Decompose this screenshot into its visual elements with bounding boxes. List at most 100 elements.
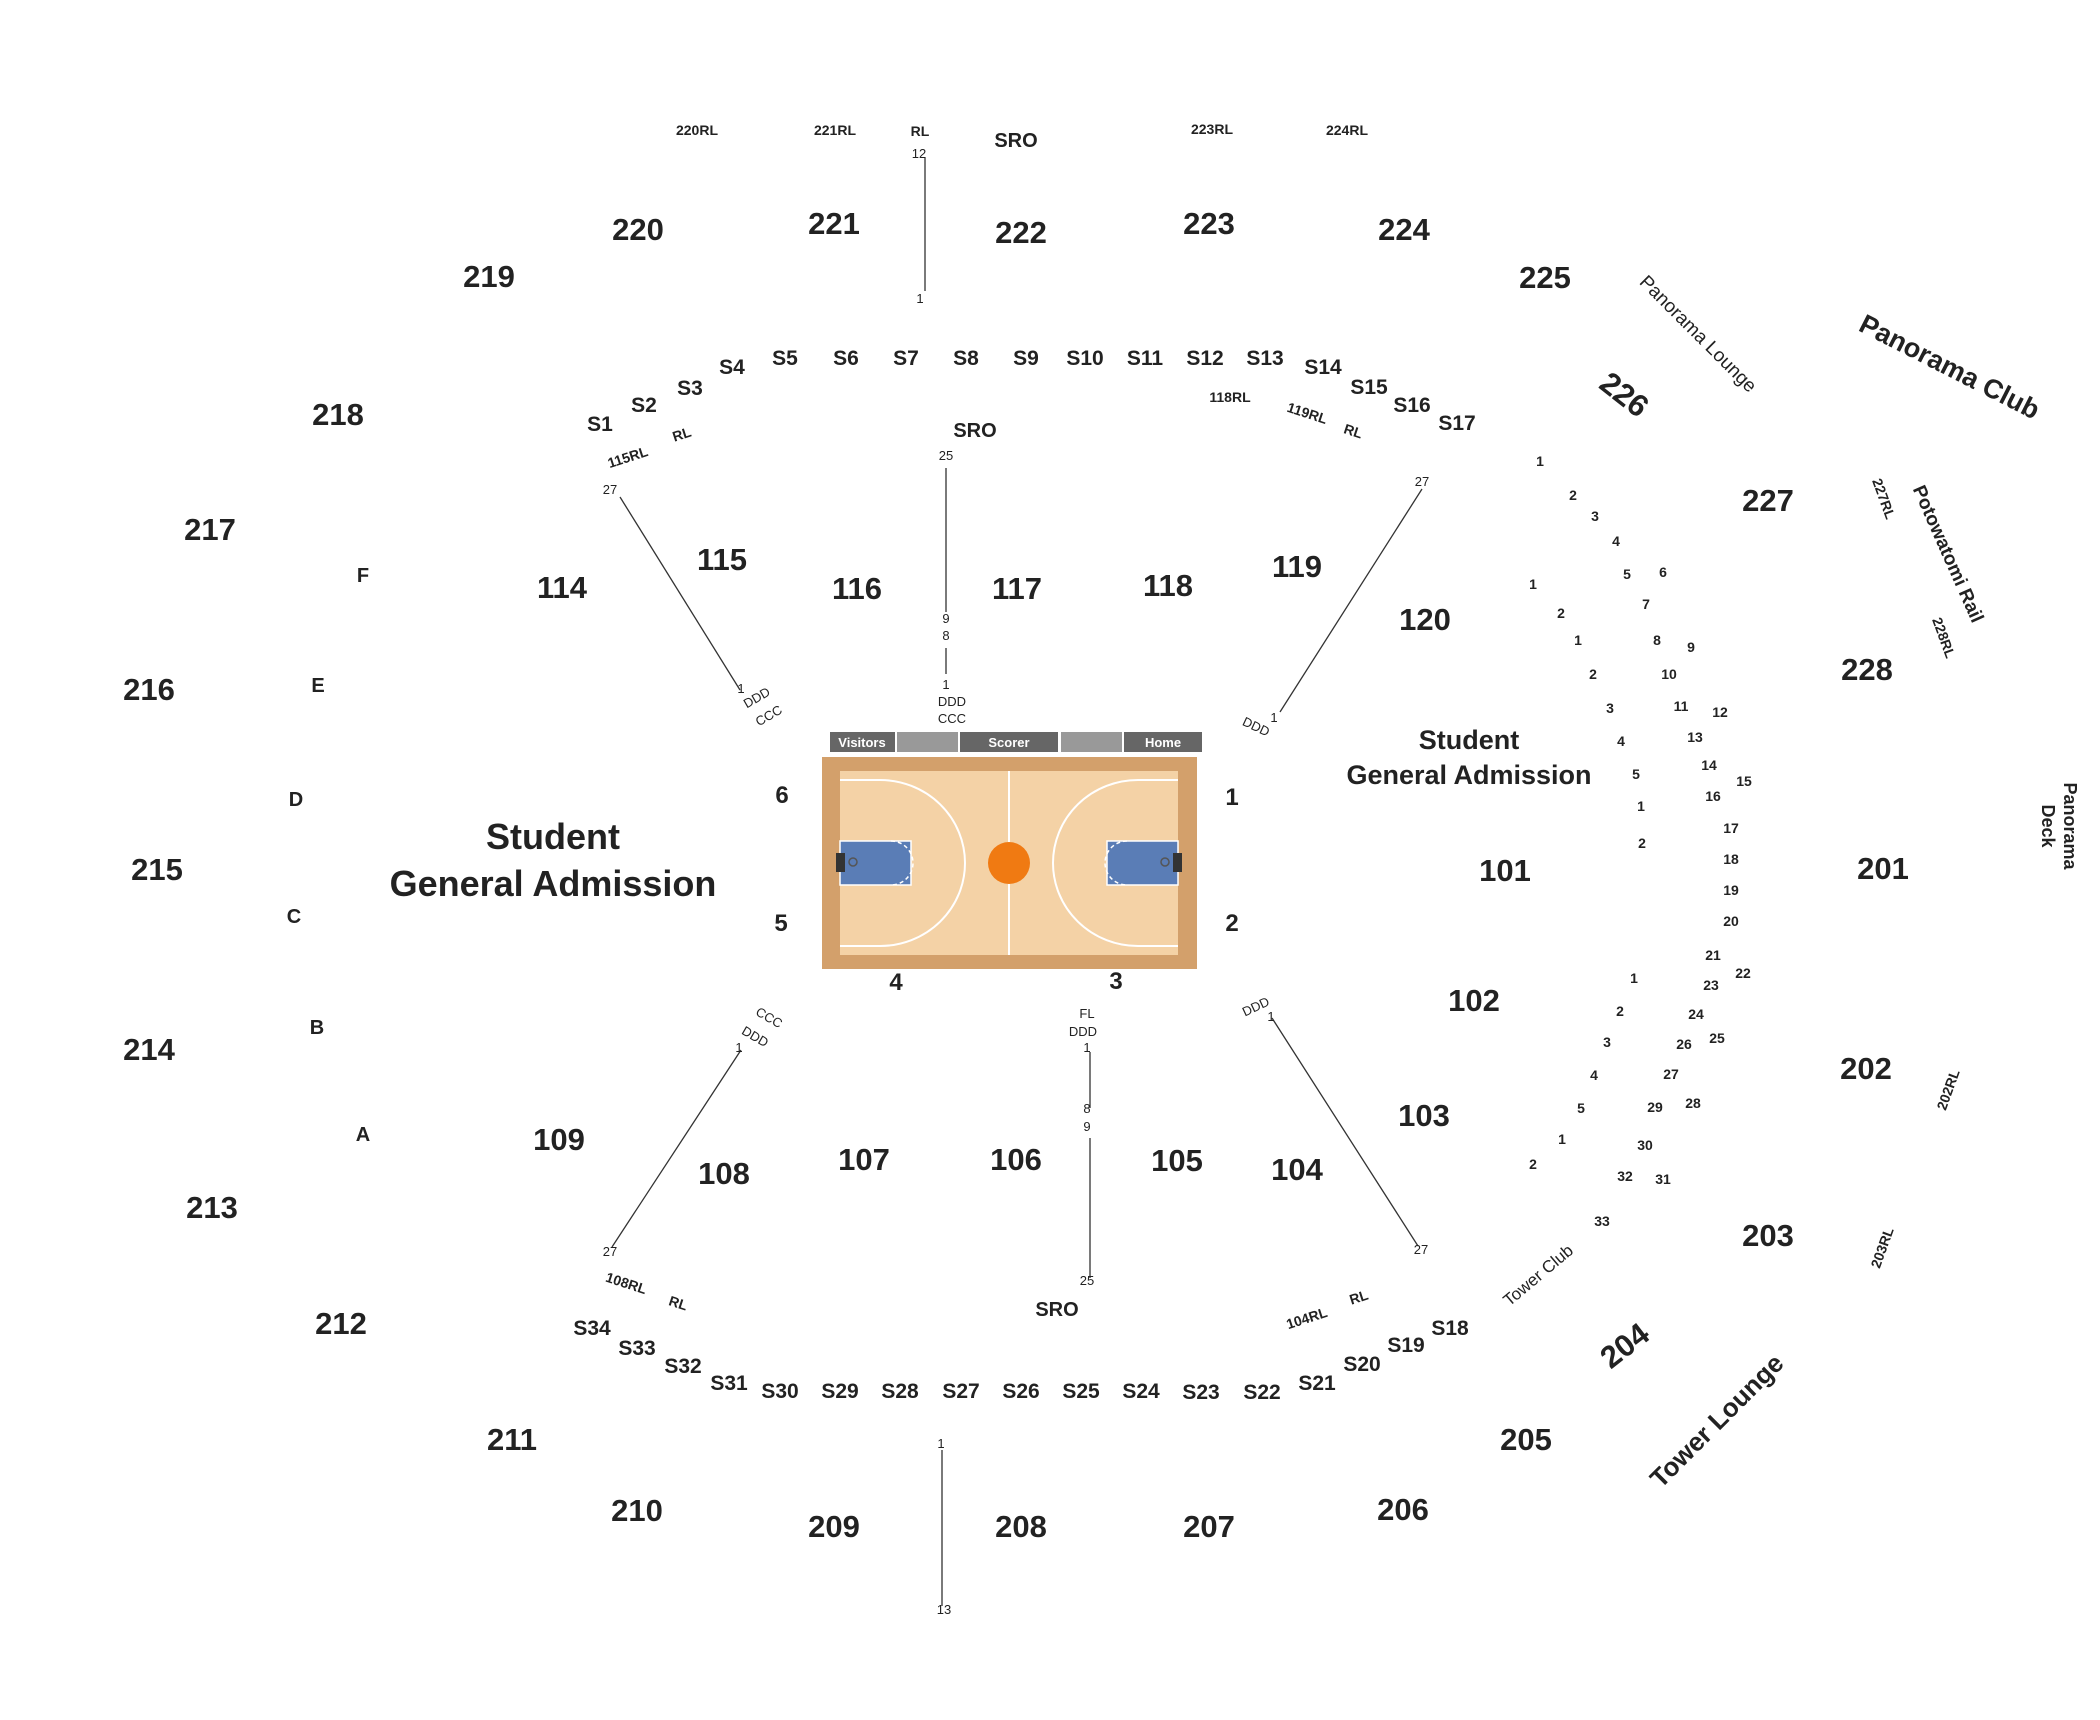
section-207[interactable]: 207 <box>1183 1509 1235 1544</box>
suite-s25[interactable]: S25 <box>1062 1380 1100 1403</box>
corner-section-4[interactable]: 4 <box>889 969 903 996</box>
section-107[interactable]: 107 <box>838 1142 890 1177</box>
section-118[interactable]: 118 <box>1143 568 1193 603</box>
corner-section-6[interactable]: 6 <box>775 782 788 809</box>
section-228[interactable]: 228 <box>1841 652 1893 687</box>
section-224[interactable]: 224 <box>1378 212 1430 247</box>
panorama-club[interactable]: Panorama Club <box>1855 309 2045 426</box>
section-115[interactable]: 115 <box>697 542 747 577</box>
suite-s31[interactable]: S31 <box>710 1372 748 1395</box>
rail-221RL[interactable]: 221RL <box>814 122 856 138</box>
section-114[interactable]: 114 <box>537 570 588 605</box>
panorama-lounge[interactable]: Panorama Lounge <box>1635 272 1760 397</box>
section-219[interactable]: 219 <box>463 259 515 294</box>
section-212[interactable]: 212 <box>315 1306 367 1341</box>
section-213[interactable]: 213 <box>186 1190 238 1225</box>
section-205[interactable]: 205 <box>1500 1422 1552 1457</box>
section-203[interactable]: 203 <box>1742 1218 1794 1253</box>
section-223[interactable]: 223 <box>1183 206 1235 241</box>
section-221[interactable]: 221 <box>808 206 860 241</box>
section-217[interactable]: 217 <box>184 512 236 547</box>
side-section-D[interactable]: D <box>289 789 303 811</box>
section-104[interactable]: 104 <box>1271 1152 1323 1187</box>
section-201[interactable]: 201 <box>1857 851 1909 886</box>
side-section-E[interactable]: E <box>311 675 324 697</box>
suite-s7[interactable]: S7 <box>893 347 919 370</box>
panorama-deck[interactable]: Panorama Deck <box>2038 782 2080 870</box>
side-section-A[interactable]: A <box>356 1124 370 1146</box>
section-218[interactable]: 218 <box>312 397 364 432</box>
suite-s29[interactable]: S29 <box>821 1380 858 1403</box>
tower-club[interactable]: Tower Club <box>1500 1241 1577 1310</box>
rail-115RL[interactable]: 115RL <box>606 443 651 471</box>
rail-RL-119[interactable]: RL <box>1342 421 1365 442</box>
suite-s34[interactable]: S34 <box>573 1317 611 1340</box>
suite-s18[interactable]: S18 <box>1431 1317 1469 1340</box>
section-204[interactable]: 204 <box>1594 1315 1657 1375</box>
section-102[interactable]: 102 <box>1448 983 1500 1018</box>
suite-s26[interactable]: S26 <box>1002 1380 1039 1403</box>
rail-RL-top[interactable]: RL <box>911 123 930 139</box>
suite-s5[interactable]: S5 <box>772 347 798 370</box>
rail-RL-115[interactable]: RL <box>670 423 693 444</box>
sro-top[interactable]: SRO <box>994 130 1037 152</box>
suite-s13[interactable]: S13 <box>1246 347 1283 370</box>
student-general-admission-right[interactable]: Student General Admission <box>1346 725 1591 790</box>
section-208[interactable]: 208 <box>995 1509 1047 1544</box>
sro-mid[interactable]: SRO <box>953 420 996 442</box>
rail-119RL[interactable]: 119RL <box>1285 399 1330 427</box>
section-109[interactable]: 109 <box>533 1122 585 1157</box>
section-108[interactable]: 108 <box>698 1156 750 1191</box>
section-220[interactable]: 220 <box>612 212 664 247</box>
suite-s11[interactable]: S11 <box>1127 347 1164 370</box>
rail-202RL[interactable]: 202RL <box>1933 1067 1963 1112</box>
section-119[interactable]: 119 <box>1272 549 1322 584</box>
corner-section-5[interactable]: 5 <box>774 910 787 937</box>
suite-s21[interactable]: S21 <box>1298 1372 1336 1395</box>
section-202[interactable]: 202 <box>1840 1051 1892 1086</box>
section-206[interactable]: 206 <box>1377 1492 1429 1527</box>
rail-RL-104[interactable]: RL <box>1347 1286 1370 1307</box>
section-105[interactable]: 105 <box>1151 1143 1203 1178</box>
section-116[interactable]: 116 <box>832 571 882 606</box>
section-101[interactable]: 101 <box>1479 853 1531 888</box>
suite-s27[interactable]: S27 <box>942 1380 979 1403</box>
section-214[interactable]: 214 <box>123 1032 175 1067</box>
section-222[interactable]: 222 <box>995 215 1047 250</box>
sro-bottom[interactable]: SRO <box>1035 1299 1078 1321</box>
corner-section-1[interactable]: 1 <box>1225 784 1238 811</box>
home-bench[interactable] <box>1124 732 1202 752</box>
suite-s9[interactable]: S9 <box>1013 347 1039 370</box>
suite-s24[interactable]: S24 <box>1122 1380 1160 1403</box>
side-section-C[interactable]: C <box>287 906 301 928</box>
section-106[interactable]: 106 <box>990 1142 1042 1177</box>
rail-227RL[interactable]: 227RL <box>1869 476 1899 521</box>
section-209[interactable]: 209 <box>808 1509 860 1544</box>
side-section-F[interactable]: F <box>357 565 369 587</box>
side-section-B[interactable]: B <box>310 1017 324 1039</box>
section-120[interactable]: 120 <box>1399 602 1451 637</box>
suite-s20[interactable]: S20 <box>1343 1353 1380 1376</box>
suite-s28[interactable]: S28 <box>881 1380 919 1403</box>
suite-s8[interactable]: S8 <box>953 347 979 370</box>
section-215[interactable]: 215 <box>131 852 183 887</box>
section-216[interactable]: 216 <box>123 672 175 707</box>
suite-s6[interactable]: S6 <box>833 347 859 370</box>
suite-s2[interactable]: S2 <box>631 394 657 417</box>
section-227[interactable]: 227 <box>1742 483 1794 518</box>
rail-228RL[interactable]: 228RL <box>1929 615 1959 660</box>
suite-s14[interactable]: S14 <box>1304 356 1342 379</box>
rail-118RL[interactable]: 118RL <box>1209 389 1251 405</box>
suite-s10[interactable]: S10 <box>1066 347 1103 370</box>
corner-section-2[interactable]: 2 <box>1225 910 1238 937</box>
section-226[interactable]: 226 <box>1593 365 1655 424</box>
section-103[interactable]: 103 <box>1398 1098 1450 1133</box>
scorer-table[interactable] <box>960 732 1058 752</box>
suite-s12[interactable]: S12 <box>1186 347 1223 370</box>
suite-s23[interactable]: S23 <box>1182 1381 1219 1404</box>
rail-108RL[interactable]: 108RL <box>604 1269 649 1297</box>
tower-lounge[interactable]: Tower Lounge <box>1644 1348 1789 1493</box>
section-211[interactable]: 211 <box>487 1422 537 1457</box>
suite-s33[interactable]: S33 <box>618 1337 655 1360</box>
potowatomi-rail[interactable]: Potowatomi Rail <box>1908 482 1987 626</box>
